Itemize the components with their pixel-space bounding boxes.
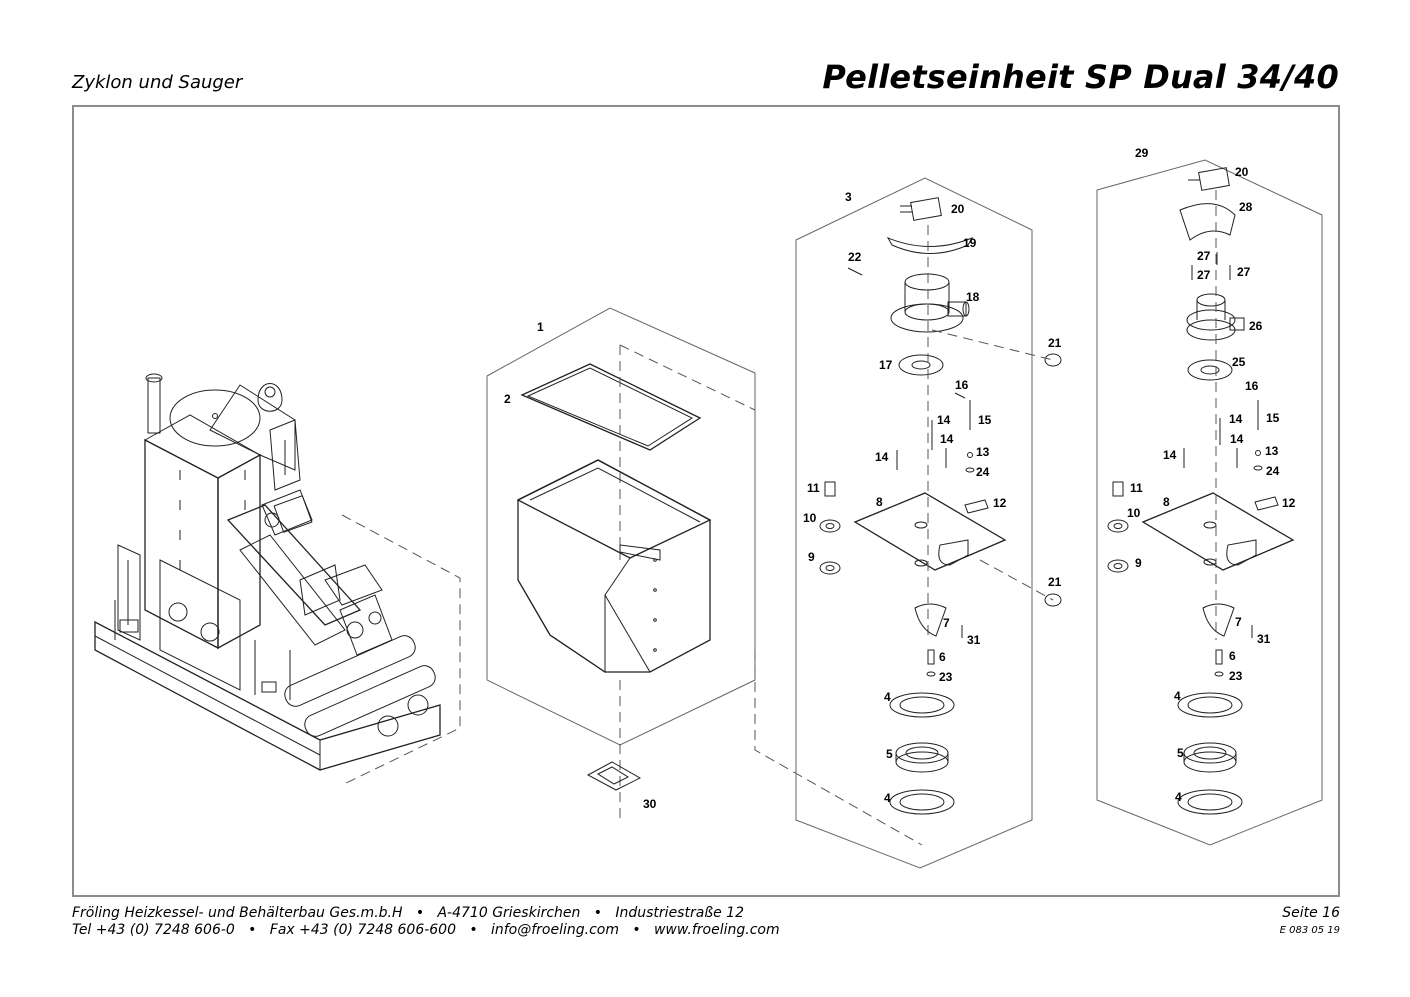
callout: 7 bbox=[943, 616, 950, 630]
callout: 4 bbox=[1175, 790, 1182, 804]
footer-address-line: Fröling Heizkessel- und Behälterbau Ges.… bbox=[72, 905, 744, 921]
callout: 15 bbox=[978, 413, 992, 427]
callout: 21 bbox=[1048, 336, 1062, 350]
callout: 2 bbox=[504, 392, 511, 406]
callout: 28 bbox=[1239, 200, 1253, 214]
callout: 4 bbox=[884, 791, 891, 805]
callout: 12 bbox=[993, 496, 1007, 510]
footer-email: info@froeling.com bbox=[490, 922, 619, 938]
callout: 8 bbox=[876, 495, 883, 509]
callout: 4 bbox=[884, 690, 891, 704]
callout: 3 bbox=[845, 190, 852, 204]
footer-company: Fröling Heizkessel- und Behälterbau Ges.… bbox=[72, 905, 403, 921]
callout: 24 bbox=[976, 465, 990, 479]
callout: 13 bbox=[1265, 444, 1279, 458]
boiler-assembly bbox=[94, 373, 441, 771]
callout: 14 bbox=[1229, 412, 1243, 426]
footer-separator: • bbox=[584, 905, 611, 921]
callout: 20 bbox=[951, 202, 965, 216]
callout: 10 bbox=[803, 511, 817, 525]
footer-web: www.froeling.com bbox=[653, 922, 780, 938]
suction-unit-b bbox=[1096, 159, 1323, 846]
callout: 5 bbox=[886, 747, 893, 761]
footer-separator: • bbox=[623, 922, 650, 938]
callout: 17 bbox=[879, 358, 893, 372]
callout: 23 bbox=[1229, 669, 1243, 683]
callout: 18 bbox=[966, 290, 980, 304]
callout: 16 bbox=[1245, 379, 1259, 393]
callout: 19 bbox=[963, 236, 977, 250]
callout: 1 bbox=[537, 320, 544, 334]
callout: 12 bbox=[1282, 496, 1296, 510]
document-number: E 083 05 19 bbox=[1279, 925, 1340, 936]
callout: 20 bbox=[1235, 165, 1249, 179]
callout: 9 bbox=[1135, 556, 1142, 570]
callout: 4 bbox=[1174, 689, 1181, 703]
callout: 14 bbox=[1163, 448, 1177, 462]
hopper-assembly bbox=[486, 307, 923, 846]
footer-city: A-4710 Grieskirchen bbox=[437, 905, 581, 921]
callout: 26 bbox=[1249, 319, 1263, 333]
callout: 11 bbox=[1130, 481, 1143, 495]
callout: 22 bbox=[848, 250, 862, 264]
callout: 30 bbox=[643, 797, 657, 811]
callout: 15 bbox=[1266, 411, 1280, 425]
footer-phone: Tel +43 (0) 7248 606-0 bbox=[72, 922, 235, 938]
callout: 23 bbox=[939, 670, 953, 684]
callout: 14 bbox=[940, 432, 954, 446]
callout: 7 bbox=[1235, 615, 1242, 629]
callout: 21 bbox=[1048, 575, 1062, 589]
footer-fax: Fax +43 (0) 7248 606-600 bbox=[269, 922, 456, 938]
callout: 16 bbox=[955, 378, 969, 392]
callout: 9 bbox=[808, 550, 815, 564]
callout: 29 bbox=[1135, 146, 1149, 160]
page-title: Pelletseinheit SP Dual 34/40 bbox=[822, 58, 1339, 96]
callout: 8 bbox=[1163, 495, 1170, 509]
page-subtitle: Zyklon und Sauger bbox=[72, 72, 243, 93]
callout: 6 bbox=[939, 650, 946, 664]
callouts-hopper: 1 2 30 bbox=[504, 320, 657, 811]
callout: 11 bbox=[807, 481, 820, 495]
callout: 27 bbox=[1197, 268, 1211, 282]
page-number: Seite 16 bbox=[1282, 905, 1340, 921]
footer-separator: • bbox=[406, 905, 434, 921]
footer-separator: • bbox=[239, 922, 266, 938]
callout: 14 bbox=[937, 413, 951, 427]
footer-separator: • bbox=[460, 922, 487, 938]
callout: 27 bbox=[1197, 249, 1211, 263]
callout: 6 bbox=[1229, 649, 1236, 663]
footer-street: Industriestraße 12 bbox=[615, 905, 744, 921]
callout: 25 bbox=[1232, 355, 1246, 369]
callout: 31 bbox=[1257, 632, 1271, 646]
callout: 10 bbox=[1127, 506, 1141, 520]
footer-contact-line: Tel +43 (0) 7248 606-0 • Fax +43 (0) 724… bbox=[72, 922, 780, 938]
callouts-suction-unit-a: 3 20 19 22 18 21 17 16 15 14 14 14 13 24… bbox=[803, 190, 1062, 805]
callout: 14 bbox=[1230, 432, 1244, 446]
callout: 24 bbox=[1266, 464, 1280, 478]
callout: 27 bbox=[1237, 265, 1251, 279]
drawing-frame bbox=[72, 105, 1340, 897]
suction-unit-a bbox=[795, 177, 1062, 869]
callout: 31 bbox=[967, 633, 981, 647]
callout: 14 bbox=[875, 450, 889, 464]
callouts-suction-unit-b: 29 20 28 27 27 27 26 25 16 15 14 14 13 2… bbox=[1127, 146, 1296, 804]
callout: 5 bbox=[1177, 746, 1184, 760]
callout: 13 bbox=[976, 445, 990, 459]
